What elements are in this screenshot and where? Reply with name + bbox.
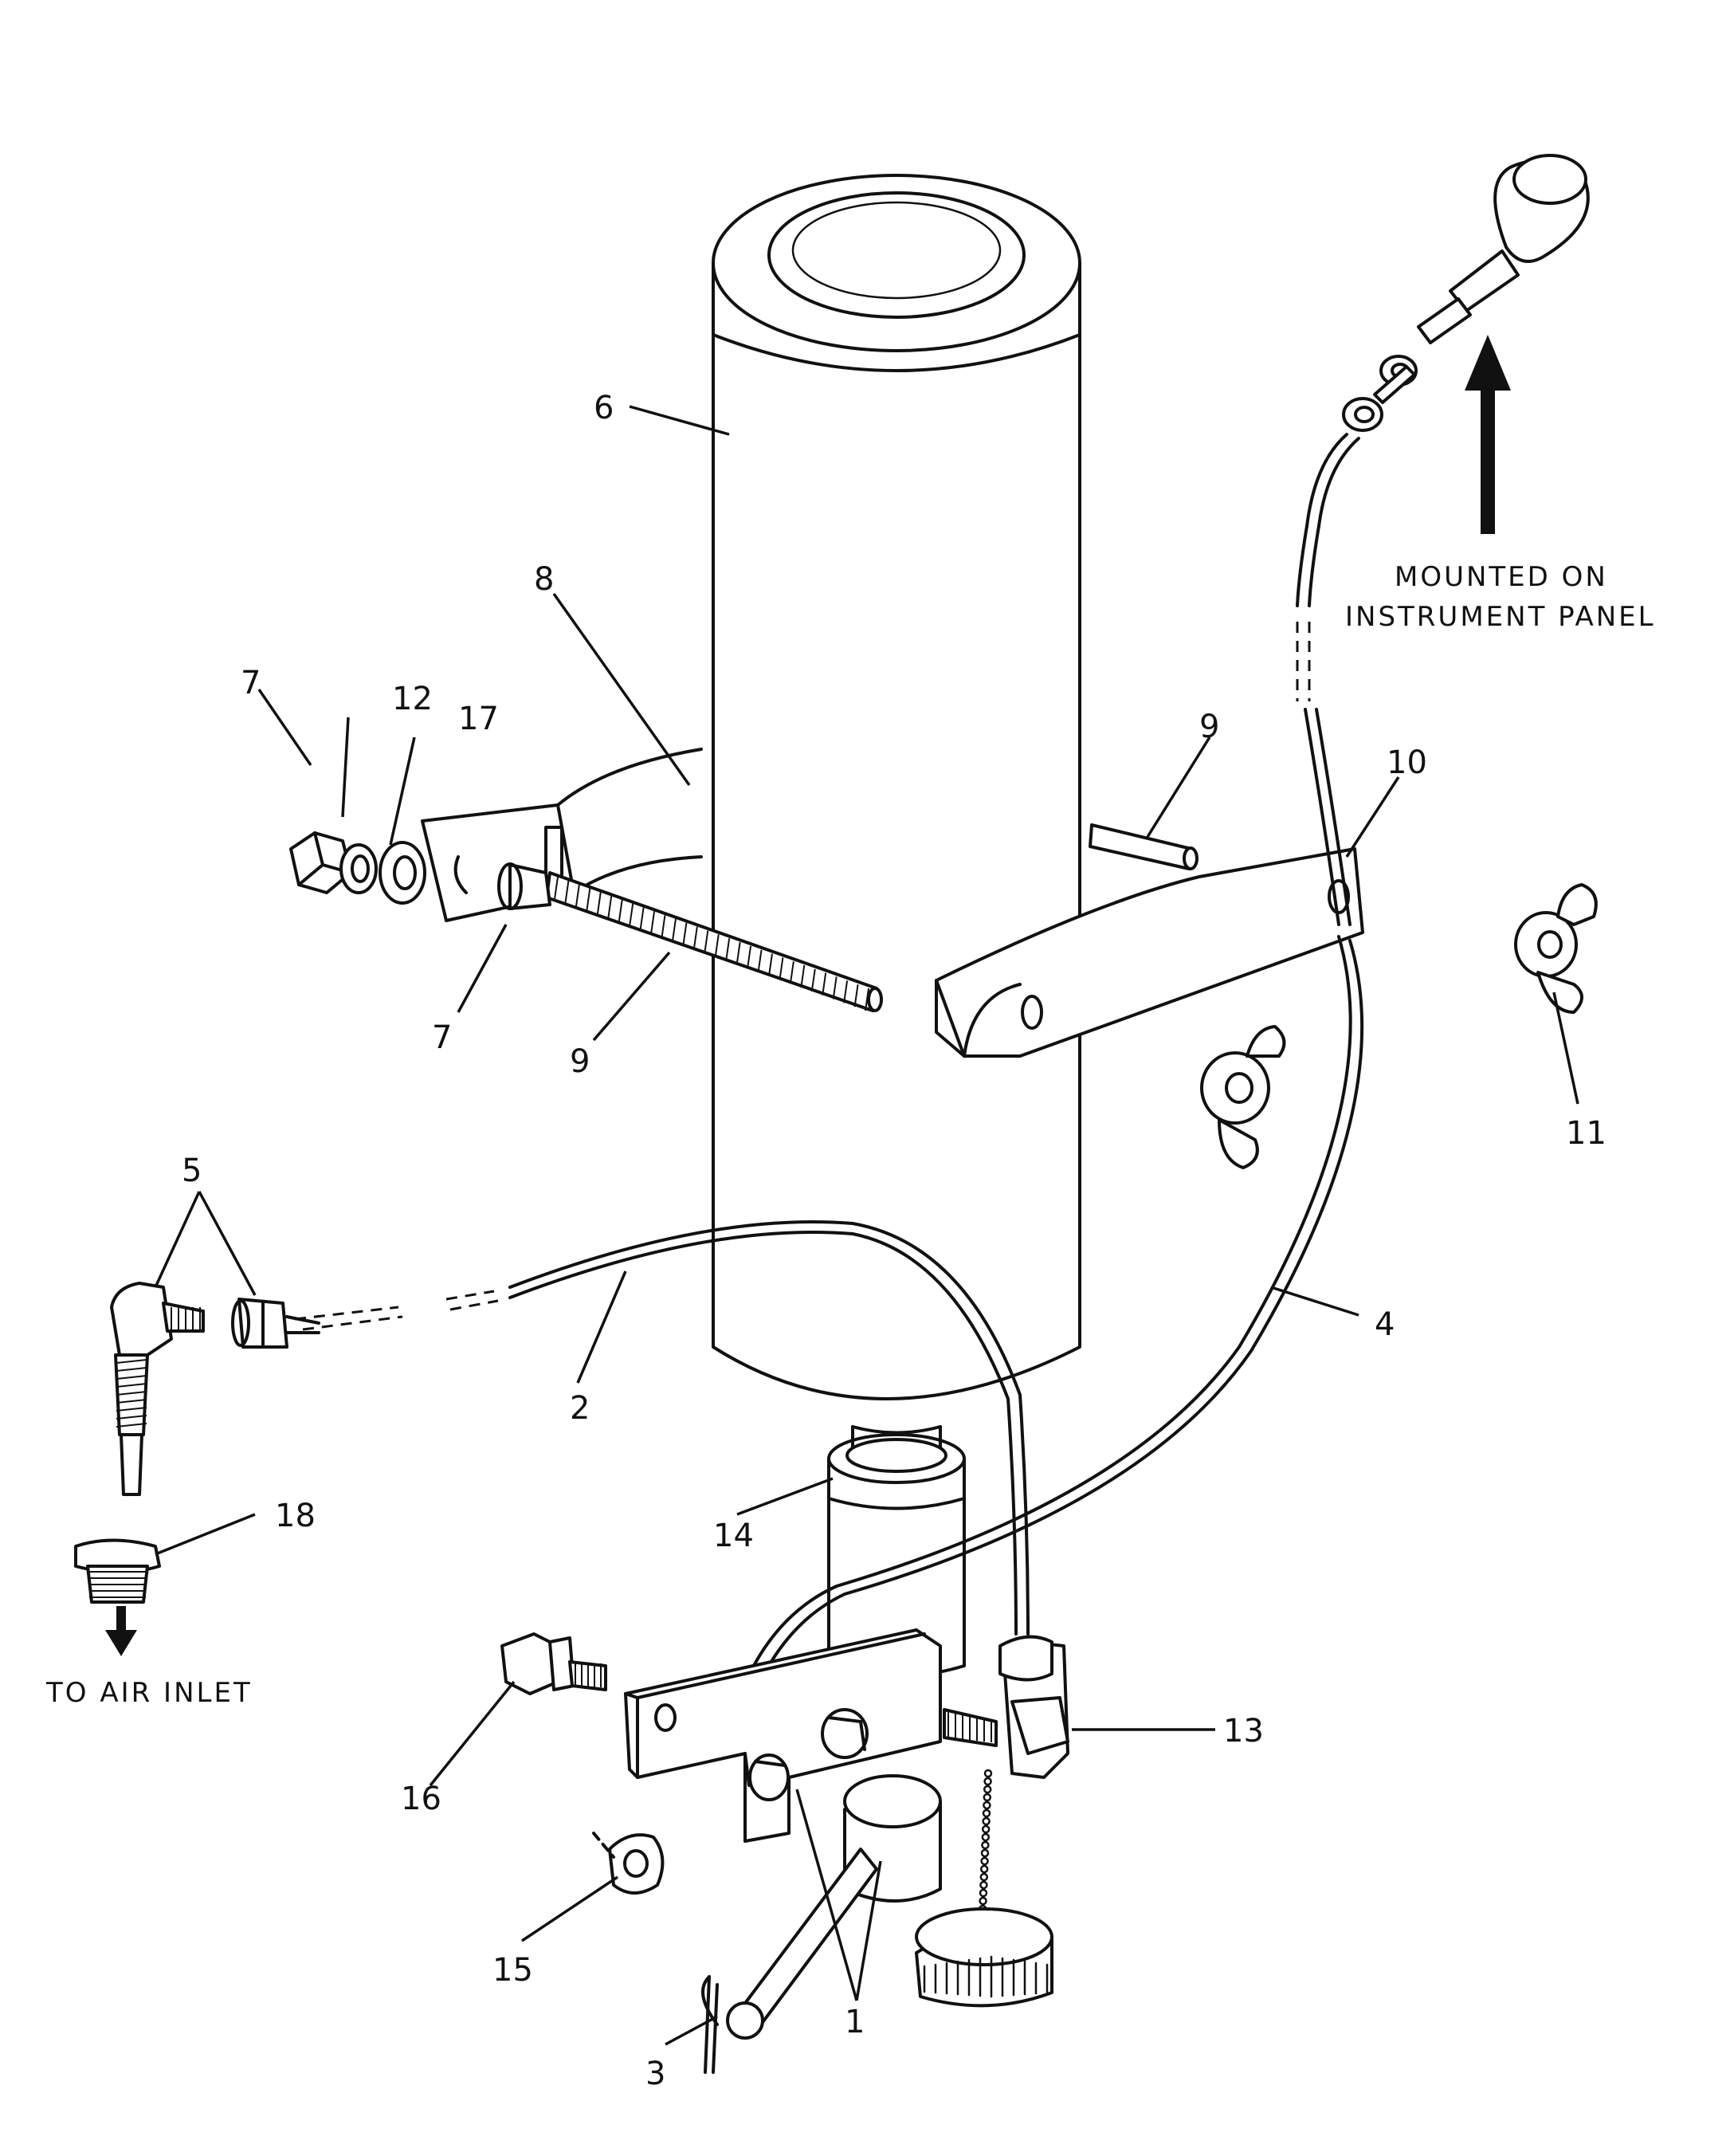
callout-14: 14 — [713, 1518, 754, 1554]
arrow-up-icon — [1465, 335, 1511, 534]
callout-15: 15 — [492, 1952, 533, 1989]
note-mounted-line2: INSTRUMENT PANEL — [1345, 601, 1656, 633]
callout-9-left: 9 — [570, 1043, 590, 1080]
callout-7-bottom: 7 — [432, 1019, 452, 1056]
nut-15 — [592, 1832, 665, 1895]
wing-nut-middle — [1200, 1025, 1286, 1169]
callout-9-right: 9 — [1199, 709, 1219, 745]
mounting-bracket — [624, 1628, 942, 1843]
long-stud — [497, 862, 883, 1012]
cylinder-tank — [712, 174, 1081, 1400]
callout-10: 10 — [1387, 744, 1427, 781]
callout-6: 6 — [594, 390, 614, 426]
lock-washer — [339, 843, 378, 894]
bracket-bolts — [748, 1708, 869, 1801]
note-air-inlet: TO AIR INLET — [45, 1677, 253, 1709]
clamp-bracket — [935, 847, 1364, 1058]
notes: MOUNTED ON INSTRUMENT PANEL TO AIR INLET — [45, 561, 1656, 1709]
tube-2 — [294, 1219, 1030, 1636]
callout-8: 8 — [534, 561, 554, 598]
elbow-fitting — [110, 1282, 205, 1496]
cable-4 — [732, 524, 1364, 1719]
callouts: 1 2 3 4 5 6 7 7 8 9 9 10 11 12 13 14 15 … — [182, 390, 1606, 2092]
callout-1: 1 — [845, 2004, 865, 2040]
short-stud — [1089, 823, 1198, 870]
callout-2: 2 — [570, 1390, 590, 1427]
note-mounted-line1: MOUNTED ON — [1395, 561, 1608, 593]
callout-7-top: 7 — [241, 665, 261, 701]
plug-18 — [74, 1538, 161, 1604]
callout-5: 5 — [182, 1153, 202, 1189]
chain-cap — [915, 1769, 1053, 2008]
flat-washer — [379, 841, 426, 905]
control-knob — [1305, 154, 1590, 528]
callout-16: 16 — [401, 1781, 441, 1817]
callout-4: 4 — [1375, 1306, 1395, 1343]
callout-12: 12 — [392, 681, 433, 717]
tube-nut-fitting — [231, 1298, 320, 1349]
wing-nut-right — [1514, 883, 1598, 1014]
callout-17: 17 — [458, 701, 499, 737]
elbow-13 — [943, 1635, 1069, 1779]
leader-lines — [154, 405, 1579, 2046]
arrow-down-icon — [105, 1606, 137, 1656]
callout-18: 18 — [275, 1498, 316, 1534]
bolt-16 — [500, 1632, 607, 1695]
callout-13: 13 — [1223, 1713, 1264, 1750]
drain-valve — [701, 1774, 942, 2074]
callout-11: 11 — [1566, 1115, 1606, 1152]
callout-3: 3 — [645, 2056, 665, 2092]
